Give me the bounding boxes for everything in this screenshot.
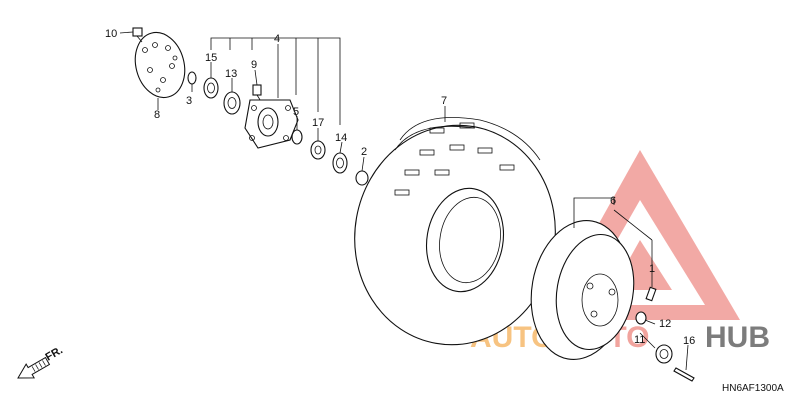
wheel-nut-12 [635,311,647,325]
collar-13 [223,91,241,115]
wheel-hub [244,99,299,149]
callout-8: 8 [154,109,160,121]
dust-seal [187,71,197,85]
watermark-hub: HUB [705,321,770,354]
collar-5 [291,129,303,145]
bearing-15 [203,77,219,99]
callout-12: 12 [659,318,671,330]
callout-4: 4 [274,33,280,45]
callout-9: 9 [251,59,257,71]
bearing-17 [310,140,326,160]
callout-17: 17 [312,117,324,129]
callout-6: 6 [610,195,616,207]
callout-7: 7 [441,95,447,107]
wheel-nut-11 [655,344,673,364]
leader-lines [119,31,689,371]
oil-seal-14 [332,152,348,174]
disc-bolt [132,27,143,43]
callout-15: 15 [205,52,217,64]
callout-1: 1 [649,263,655,275]
front-arrow-icon [17,356,51,379]
callout-2: 2 [361,146,367,158]
air-valve [645,286,657,302]
brake-disc [134,31,186,99]
callout-16: 16 [683,335,695,347]
front-marker-label: FR. [44,344,65,363]
callout-13: 13 [225,68,237,80]
diagram-code: HN6AF1300A [722,383,784,394]
callout-10: 10 [105,28,117,40]
castle-nut [355,170,369,186]
tire [354,117,556,346]
callout-11: 11 [634,334,645,346]
callout-3: 3 [186,95,192,107]
callout-14: 14 [335,132,347,144]
rim [530,220,635,360]
callout-5: 5 [293,106,299,118]
callout-labels: 10 15 4 13 9 3 8 5 17 14 2 7 6 1 12 11 1… [105,28,695,347]
cotter-pin [673,367,695,382]
